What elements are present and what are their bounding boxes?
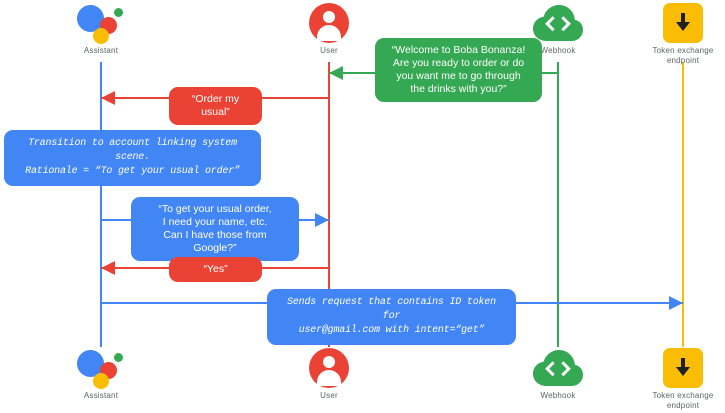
actor-label-token-endpoint-line1: Token exchange <box>652 391 714 400</box>
download-box-icon <box>663 3 703 43</box>
bubble-order-my-usual: “Order my usual” <box>169 87 262 125</box>
bubble-greeting: “Welcome to Boba Bonanza! Are you ready … <box>375 38 542 102</box>
actor-webhook-top[interactable]: Webhook <box>498 3 618 56</box>
note-token-request-line2: user@gmail.com with intent=“get” <box>298 325 485 336</box>
actor-label-token-endpoint-line2: endpoint <box>666 401 700 410</box>
bubble-yes-line1: “Yes” <box>203 263 228 275</box>
actor-webhook-bottom[interactable]: Webhook <box>498 348 618 401</box>
bubble-greeting-line2: Are you ready to order or do <box>392 57 525 69</box>
bubble-consent-request: “To get your usual order, I need your na… <box>131 197 299 261</box>
lifeline-user <box>328 62 330 347</box>
actor-user-bottom[interactable]: User <box>269 348 389 401</box>
actor-assistant-top[interactable]: Assistant <box>41 3 161 56</box>
actor-label-webhook: Webhook <box>540 46 576 55</box>
bubble-greeting-line4: the drinks with you?” <box>410 83 507 95</box>
cloud-code-icon <box>532 3 584 43</box>
actor-label-token-endpoint-line2: endpoint <box>666 56 700 65</box>
google-assistant-icon <box>77 3 125 44</box>
bubble-greeting-line1: “Welcome to Boba Bonanza! <box>391 44 526 56</box>
lifeline-assistant <box>100 62 102 347</box>
actor-label-assistant: Assistant <box>83 391 119 400</box>
actor-label-user: User <box>320 391 338 400</box>
user-avatar-icon <box>309 348 349 388</box>
lifeline-webhook <box>557 62 559 347</box>
actor-assistant-bottom[interactable]: Assistant <box>41 348 161 401</box>
actor-user-top[interactable]: User <box>269 3 389 56</box>
user-avatar-icon <box>309 3 349 43</box>
bubble-yes: “Yes” <box>169 257 262 282</box>
actor-token-endpoint-top[interactable]: Token exchange endpoint <box>623 3 725 66</box>
lifeline-token-endpoint <box>682 62 684 347</box>
actor-label-token-endpoint-line1: Token exchange <box>652 46 714 55</box>
note-transition-line1: Transition to account linking system sce… <box>28 138 237 163</box>
bubble-order-my-usual-line1: “Order my usual” <box>191 93 240 118</box>
note-transition: Transition to account linking system sce… <box>4 130 261 186</box>
actor-label-assistant: Assistant <box>83 46 119 55</box>
note-token-request: Sends request that contains ID token for… <box>267 289 516 345</box>
bubble-consent-request-line3: Can I have those from Google?” <box>163 229 267 254</box>
download-box-icon <box>663 348 703 388</box>
bubble-greeting-line3: you want me to go through <box>396 70 521 82</box>
note-token-request-line1: Sends request that contains ID token for <box>287 297 496 322</box>
google-assistant-icon <box>77 348 125 389</box>
actor-label-webhook: Webhook <box>540 391 576 400</box>
note-transition-line2: Rationale = “To get your usual order” <box>25 166 240 177</box>
bubble-consent-request-line2: I need your name, etc. <box>162 216 268 228</box>
bubble-consent-request-line1: “To get your usual order, <box>158 203 272 215</box>
cloud-code-icon <box>532 348 584 388</box>
actor-token-endpoint-bottom[interactable]: Token exchange endpoint <box>623 348 725 411</box>
actor-label-user: User <box>320 46 338 55</box>
